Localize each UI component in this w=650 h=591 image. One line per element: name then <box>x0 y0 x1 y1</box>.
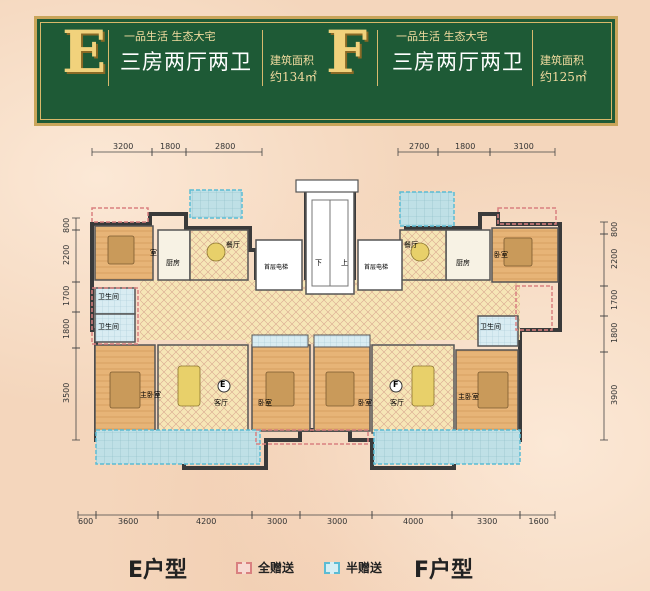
unit-e-marker: E <box>220 380 226 389</box>
dimension-label-top-4: 1800 <box>455 142 476 151</box>
dimension-label-bottom-6: 3300 <box>477 517 498 526</box>
dimension-label-left-2: 1700 <box>62 285 71 306</box>
unit-e-area-value: 约134㎡ <box>270 70 317 84</box>
divider <box>262 30 263 86</box>
dimension-label-right-4: 3900 <box>610 384 619 405</box>
room-label: 主卧室 <box>458 393 479 401</box>
unit-f-letter: F <box>326 18 368 86</box>
unit-f-area-label: 建筑面积 <box>540 54 584 67</box>
dimension-label-top-2: 2800 <box>215 142 236 151</box>
dimension-label-bottom-7: 1600 <box>528 517 549 526</box>
dimension-label-bottom-4: 3000 <box>327 517 348 526</box>
stair-up-label: 上 <box>341 259 348 267</box>
unit-f-area-value: 约125㎡ <box>540 70 587 84</box>
unit-markers <box>217 379 403 393</box>
dimension-label-top-1: 1800 <box>160 142 181 151</box>
full-gift-swatch <box>236 562 252 574</box>
room-label: 厨房 <box>166 259 180 267</box>
dimension-label-bottom-3: 3000 <box>267 517 288 526</box>
unit-e-type-label: E户型 <box>128 558 188 583</box>
dimension-label-top-0: 3200 <box>113 142 134 151</box>
dimension-label-bottom-2: 4200 <box>196 517 217 526</box>
room-label: 室 <box>150 249 157 257</box>
dimension-label-right-0: 800 <box>610 221 619 237</box>
unit-f-slogan: 一品生活 生态大宅 <box>396 30 488 43</box>
header-banner <box>34 16 618 126</box>
dimension-lines <box>75 151 605 516</box>
room-label: 卧室 <box>258 399 272 407</box>
room-label: 厨房 <box>456 259 470 267</box>
dimension-label-top-3: 2700 <box>409 142 430 151</box>
dimension-label-right-3: 1800 <box>610 322 619 343</box>
elevator-label: 首层电梯 <box>264 264 289 271</box>
dimension-label-left-3: 1800 <box>62 318 71 339</box>
dimension-label-left-1: 2200 <box>62 244 71 265</box>
dimension-label-right-1: 2200 <box>610 248 619 269</box>
room-label: 卫生间 <box>98 293 119 301</box>
unit-f-marker: F <box>393 380 399 389</box>
room-label: 客厅 <box>214 399 228 407</box>
room-label: 餐厅 <box>404 241 418 249</box>
dimension-label-left-4: 3500 <box>62 382 71 403</box>
divider <box>377 30 378 86</box>
room-label: 餐厅 <box>226 241 240 249</box>
room-label: 卧室 <box>494 251 508 259</box>
dimension-label-bottom-1: 3600 <box>118 517 139 526</box>
divider <box>532 30 533 86</box>
room-label: 主卧室 <box>140 391 161 399</box>
room-label: 卧室 <box>358 399 372 407</box>
dimension-label-right-2: 1700 <box>610 289 619 310</box>
room-label: 卫生间 <box>480 323 501 331</box>
unit-e-title: 三房两厅两卫 <box>120 50 252 74</box>
unit-e-slogan: 一品生活 生态大宅 <box>124 30 216 43</box>
room-label: 客厅 <box>390 399 404 407</box>
dimension-label-top-5: 3100 <box>513 142 534 151</box>
half-gift-swatch <box>324 562 340 574</box>
dimension-label-bottom-5: 4000 <box>403 517 424 526</box>
stair-down-label: 下 <box>315 259 322 267</box>
dimension-label-left-0: 800 <box>62 217 71 233</box>
elevator-label: 首层电梯 <box>364 264 389 271</box>
unit-f-type-label: F户型 <box>414 558 474 583</box>
dimension-label-bottom-0: 600 <box>78 517 94 526</box>
unit-f-title: 三房两厅两卫 <box>392 50 524 74</box>
full-gift-label: 全赠送 <box>258 561 295 575</box>
divider <box>108 30 109 86</box>
unit-e-letter: E <box>62 18 107 86</box>
unit-e-area-label: 建筑面积 <box>270 54 314 67</box>
half-gift-label: 半赠送 <box>346 561 383 575</box>
room-label: 卫生间 <box>98 323 119 331</box>
